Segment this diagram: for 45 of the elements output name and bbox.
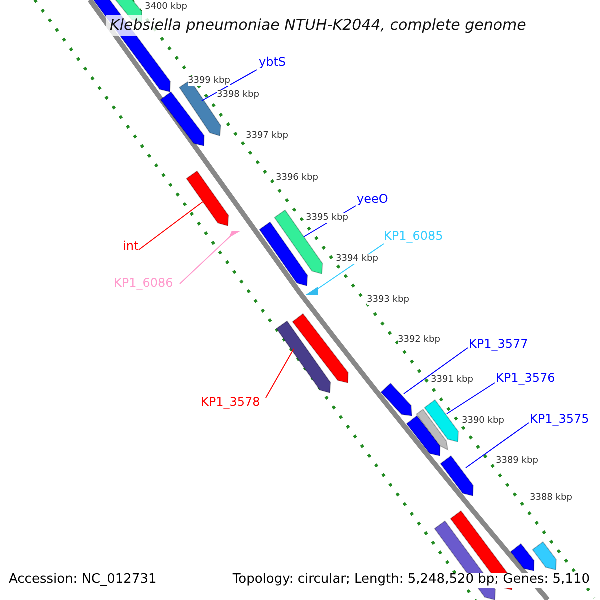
- gene-feature: [380, 382, 413, 417]
- gene-feature: [532, 541, 557, 571]
- gene-label: KP1_3576: [496, 372, 556, 386]
- scale-label: 3388 kbp: [530, 493, 572, 504]
- gene-feature: [440, 455, 474, 497]
- genome-summary: Topology: circular; Length: 5,248,520 bp; Genes: 5,110: [232, 573, 590, 588]
- gene-label: KP1_3578: [201, 396, 260, 410]
- gene-label: ybtS: [259, 56, 286, 70]
- scale-label: 3397 kbp: [246, 131, 288, 142]
- scale-label: 3394 kbp: [336, 254, 378, 264]
- gene-label: int: [123, 240, 139, 254]
- gene-feature: [424, 399, 459, 443]
- leader-line: [266, 348, 294, 398]
- gene-label: KP1_3575: [530, 413, 590, 427]
- gene-feature: [160, 91, 205, 147]
- scale-label: 3390 kbp: [462, 416, 504, 426]
- scale-label: 3399 kbp: [188, 76, 230, 86]
- leader-line: [202, 70, 258, 102]
- gene-marker: [229, 231, 241, 238]
- scale-label: 3395 kbp: [306, 213, 348, 224]
- accession-text: Accession: NC_012731: [9, 573, 157, 588]
- gene-feature: [276, 320, 332, 394]
- scale-label: 3391 kbp: [431, 375, 474, 386]
- leader-line: [138, 202, 204, 250]
- scale-label: 3398 kbp: [217, 90, 260, 100]
- scale-label: 3400 kbp: [145, 2, 188, 12]
- gene-label: KP1_6085: [384, 230, 444, 244]
- leader-line: [180, 236, 232, 284]
- gene-feature: [292, 313, 349, 384]
- leader-line: [446, 382, 496, 414]
- scale-label: 3392 kbp: [398, 335, 440, 346]
- scale-label: 3393 kbp: [367, 295, 410, 306]
- gene-feature: [416, 408, 449, 451]
- scale-label: 3389 kbp: [496, 456, 538, 466]
- leader-line: [404, 348, 468, 394]
- gene-label: KP1_6086: [114, 277, 174, 291]
- scale-label: 3396 kbp: [276, 173, 318, 184]
- leader-line: [466, 422, 530, 468]
- gene-label: KP1_3577: [469, 338, 528, 352]
- gene-feature: [186, 170, 230, 227]
- gene-feature: [406, 415, 441, 457]
- gene-feature: [510, 543, 535, 572]
- gene-feature: [259, 222, 308, 287]
- gene-marker: [306, 287, 318, 295]
- gene-label: yeeO: [357, 193, 388, 207]
